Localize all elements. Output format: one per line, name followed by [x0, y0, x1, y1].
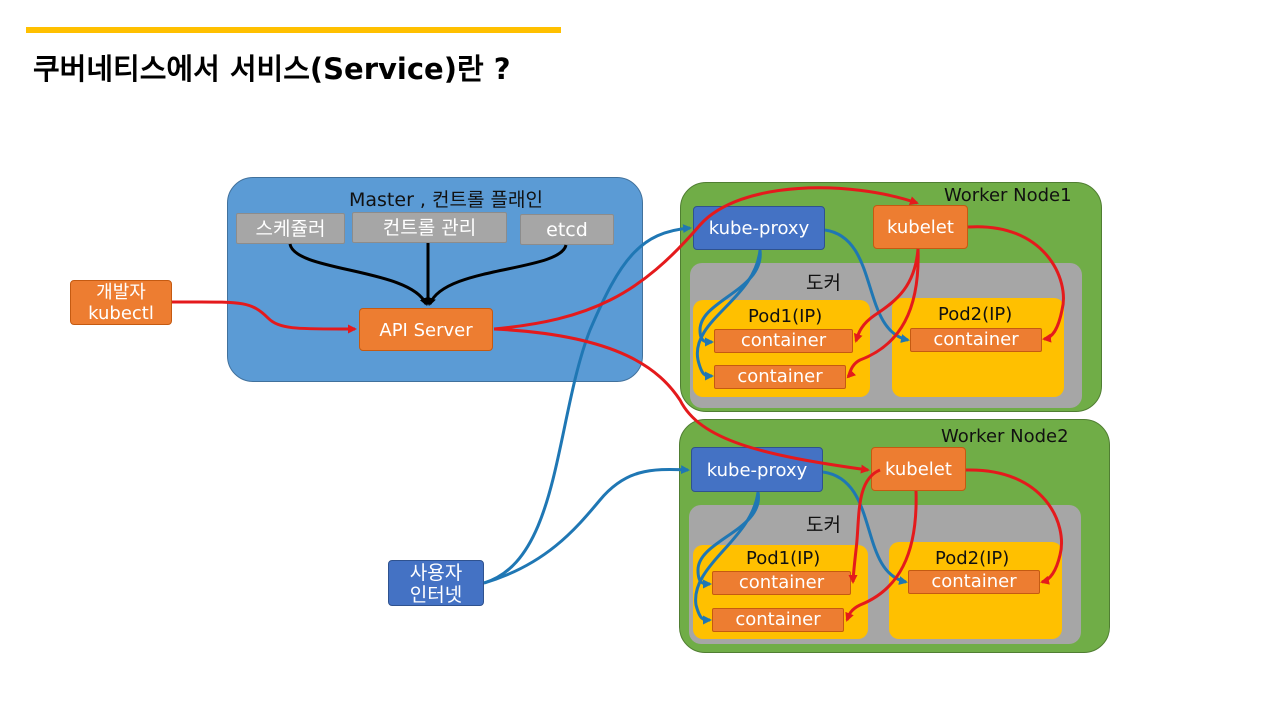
page-title: 쿠버네티스에서 서비스(Service)란 ?	[33, 52, 511, 86]
worker2-pod1-container-2: container	[712, 608, 844, 632]
api-server-box: API Server	[359, 308, 493, 351]
worker1-pod1-label: Pod1(IP)	[748, 306, 823, 327]
user-line1: 사용자	[409, 562, 463, 584]
master-label: Master , 컨트롤 플래인	[349, 189, 543, 211]
title-accent-bar	[26, 27, 561, 33]
worker1-pod1-container-1: container	[714, 329, 853, 353]
control-arrows	[171, 186, 1065, 622]
worker2-pod2-label: Pod2(IP)	[935, 548, 1010, 569]
developer-line2: kubectl	[88, 303, 154, 324]
docker-1-label: 도커	[806, 272, 841, 294]
worker1-kubelet: kubelet	[873, 205, 968, 249]
worker-node-1-label: Worker Node1	[944, 185, 1072, 206]
user-line2: 인터넷	[409, 584, 463, 606]
worker2-pod1-label: Pod1(IP)	[746, 548, 821, 569]
worker1-pod2-label: Pod2(IP)	[938, 304, 1013, 325]
developer-kubectl-box: 개발자 kubectl	[70, 280, 172, 325]
worker-node-2-label: Worker Node2	[941, 426, 1069, 447]
docker-2-label: 도커	[806, 514, 841, 536]
master-internal-arrows	[288, 243, 568, 306]
user-internet-box: 사용자 인터넷	[388, 560, 484, 606]
worker2-pod2-container: container	[908, 570, 1040, 594]
worker1-pod1-container-2: container	[714, 365, 846, 389]
etcd-box: etcd	[520, 214, 614, 245]
traffic-arrows	[483, 224, 910, 625]
controller-manager-box: 컨트롤 관리	[352, 212, 507, 243]
worker2-kubelet: kubelet	[871, 447, 966, 491]
scheduler-box: 스케쥴러	[236, 213, 345, 244]
worker1-pod2-container: container	[910, 328, 1042, 352]
worker2-pod1-container-1: container	[712, 571, 851, 595]
worker2-kube-proxy: kube-proxy	[691, 447, 823, 492]
developer-line1: 개발자	[96, 282, 146, 303]
